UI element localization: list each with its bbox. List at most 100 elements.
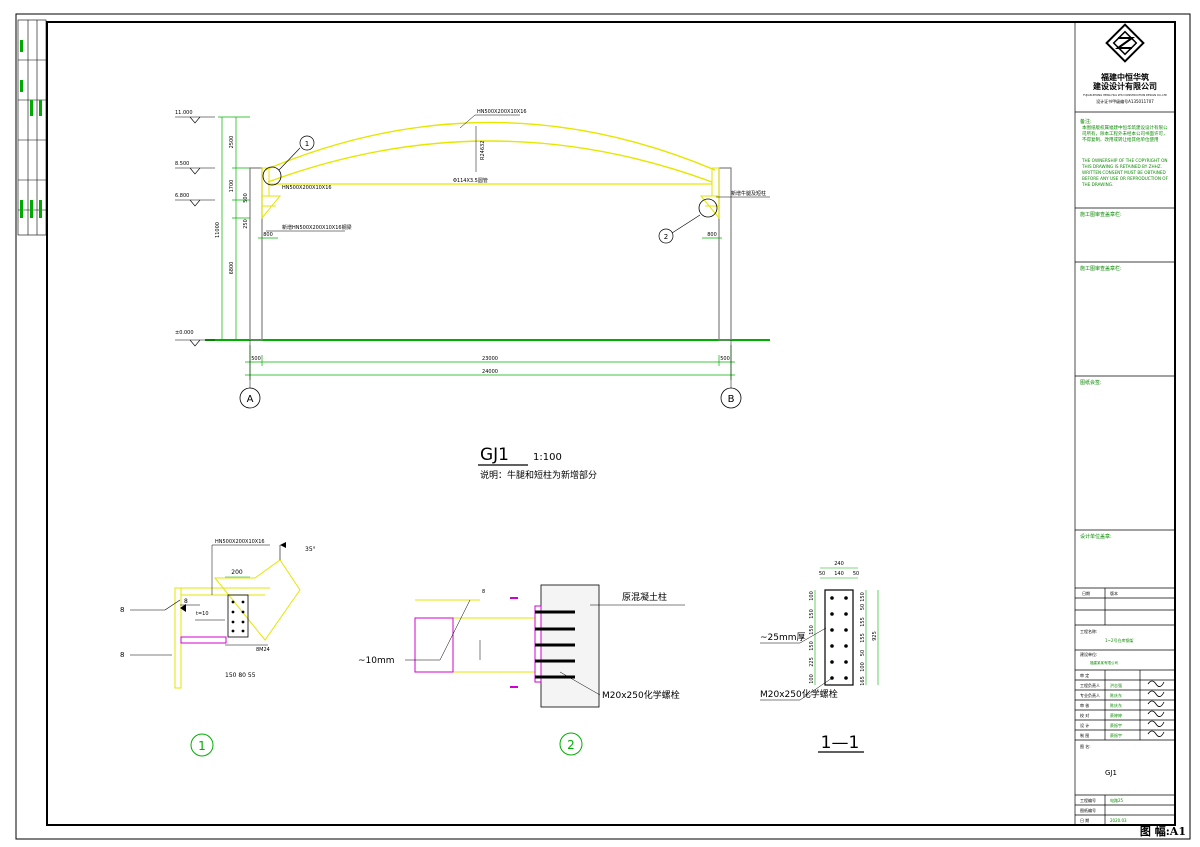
svg-text:500: 500 [243, 193, 249, 203]
arch-label: HN500X200X10X16 [477, 109, 527, 115]
gj1-title: GJ1 [480, 445, 509, 465]
elevation-0: ±0.000 [175, 330, 194, 336]
detail-tag-2 [658, 228, 674, 244]
svg-text:制 图: 制 图 [1080, 732, 1089, 738]
client-label: 建设单位: [1080, 651, 1097, 657]
radius-label: R24632 [480, 141, 486, 160]
svg-text:925: 925 [872, 631, 878, 641]
svg-text:陈庆东: 陈庆东 [1110, 702, 1122, 708]
detail-2-plate: ~10mm [358, 656, 395, 666]
svg-text:150: 150 [809, 625, 815, 635]
svg-text:100: 100 [809, 591, 815, 601]
detail-callout-left [262, 166, 282, 186]
svg-text:蔡婷婷: 蔡婷婷 [1110, 712, 1122, 718]
title-block [1074, 22, 1175, 825]
svg-text:150: 150 [809, 609, 815, 619]
signatures [1147, 680, 1165, 737]
company-logo [1105, 23, 1145, 63]
company-name-cn: 福建中恒华筑 [1100, 72, 1149, 82]
svg-text:500: 500 [251, 356, 261, 362]
drawing-no-value: 电路25 [1110, 797, 1124, 803]
elevation-markers [175, 116, 215, 347]
svg-text:蔡振宇: 蔡振宇 [1110, 732, 1122, 738]
svg-text:HN500X200X10X16: HN500X200X10X16 [215, 539, 265, 545]
svg-text:200: 200 [231, 569, 243, 576]
axis-a: A [247, 394, 254, 405]
svg-text:50: 50 [860, 604, 866, 610]
section-countersign: 图纸会签: [1080, 379, 1102, 386]
outer-border [15, 13, 1191, 840]
svg-text:8: 8 [184, 598, 188, 605]
detail-2-column: 原混凝土柱 [622, 591, 667, 603]
sheet-no-label: 图纸编号 [1080, 807, 1096, 813]
elevation-6800: 6.800 [175, 193, 189, 199]
section-bolt-label: M20x250化学螺栓 [760, 688, 838, 700]
svg-text:500: 500 [720, 356, 730, 362]
svg-text:150 80 55: 150 80 55 [225, 672, 256, 679]
svg-text:8: 8 [120, 651, 124, 659]
svg-text:8: 8 [120, 606, 124, 614]
svg-text:50: 50 [819, 571, 825, 577]
detail-2-number: 2 [567, 738, 575, 752]
svg-text:23000: 23000 [482, 356, 498, 362]
svg-text:50: 50 [853, 571, 859, 577]
drawing-no-label: 工程编号 [1080, 797, 1096, 803]
notes-cn: 本图纸版权属福建中恒华筑建设设计有限公司所有，除本工程外未经本公司书面许可，不得… [1082, 126, 1168, 143]
svg-text:1: 1 [305, 140, 309, 148]
svg-text:2: 2 [664, 233, 668, 241]
svg-text:155: 155 [860, 633, 866, 643]
svg-text:140: 140 [834, 571, 844, 577]
tie-label: Φ114X3.5圆管 [453, 177, 488, 184]
date-value: 2020.03 [1110, 818, 1127, 823]
svg-text:专业负责人: 专业负责人 [1080, 692, 1100, 698]
inner-border [46, 21, 1176, 826]
svg-text:2500: 2500 [229, 136, 235, 149]
section-design-stamp: 设计单位盖章: [1080, 533, 1112, 540]
svg-text:240: 240 [834, 561, 844, 567]
detail-callout-right [698, 198, 718, 218]
svg-text:165: 165 [860, 676, 866, 686]
license-number: 设计证书甲级编号A135011707 [1096, 98, 1154, 104]
svg-text:155: 155 [860, 617, 866, 627]
company-name-en: FUJIAN ZHONG HENG HUA ZHU CONSTRUCTION D… [1083, 93, 1167, 97]
elevation-11000: 11.000 [175, 110, 193, 116]
right-new-label: 新增牛腿及短柱 [731, 190, 766, 197]
notes-title: 备注: [1080, 118, 1092, 125]
elevation-8500: 8.500 [175, 161, 189, 167]
company-name-cn2: 建设设计有限公司 [1092, 81, 1157, 91]
gj1-scale: 1:100 [533, 452, 562, 463]
short-column-right [711, 167, 720, 197]
section-plate-label: ~25mm厚 [760, 632, 806, 643]
svg-text:800: 800 [707, 232, 717, 238]
date-label: 日 期 [1080, 817, 1089, 823]
section-title: 1—1 [821, 733, 860, 753]
beam-left-label: HN500X200X10X16 [282, 185, 332, 191]
project-value: 1~2号仓库钢架 [1105, 637, 1133, 643]
svg-text:150: 150 [809, 641, 815, 651]
corbel-label: 新增HN500X200X10X16钢梁 [282, 224, 352, 231]
svg-text:校 对: 校 对 [1080, 712, 1089, 718]
svg-text:审 核: 审 核 [1080, 702, 1089, 708]
rev-col-date: 日期 [1082, 590, 1090, 596]
detail-1: HN500X200X10X16 200 8 8 8 35° t=10 150 8… [120, 539, 316, 757]
svg-text:225: 225 [809, 657, 815, 667]
frame-size-label: 图 幅:A1 [1139, 825, 1186, 838]
client-value: 福建某某有限公司 [1090, 660, 1118, 665]
section-1-1: 240 50 140 50 100 150 150 150 225 100 15… [760, 561, 879, 753]
vertical-dim-lines [218, 116, 250, 341]
axis-b: B [728, 394, 735, 405]
drawing-title-label: 图 名: [1080, 743, 1091, 749]
svg-text:100: 100 [860, 662, 866, 672]
section-stamp-1: 施工图审查盖章栏: [1080, 211, 1122, 218]
svg-text:1700: 1700 [229, 180, 235, 193]
svg-text:24000: 24000 [482, 369, 498, 375]
svg-text:150: 150 [860, 592, 866, 602]
roles-table: 审 定 工程负责人 洪志强 专业负责人 陈庆东 审 核 陈庆东 校 对 蔡婷婷 … [1080, 672, 1122, 738]
svg-text:800: 800 [263, 232, 273, 238]
detail-1-number: 1 [198, 739, 206, 753]
gj1-elevation: 1 2 HN500X200X10X16 R24632 Φ114X3.5圆管 HN… [175, 109, 770, 481]
column-left [249, 167, 263, 341]
svg-text:洪志强: 洪志强 [1110, 682, 1122, 688]
svg-text:工程负责人: 工程负责人 [1080, 682, 1100, 688]
detail-2-bolt: M20x250化学螺栓 [602, 689, 680, 701]
